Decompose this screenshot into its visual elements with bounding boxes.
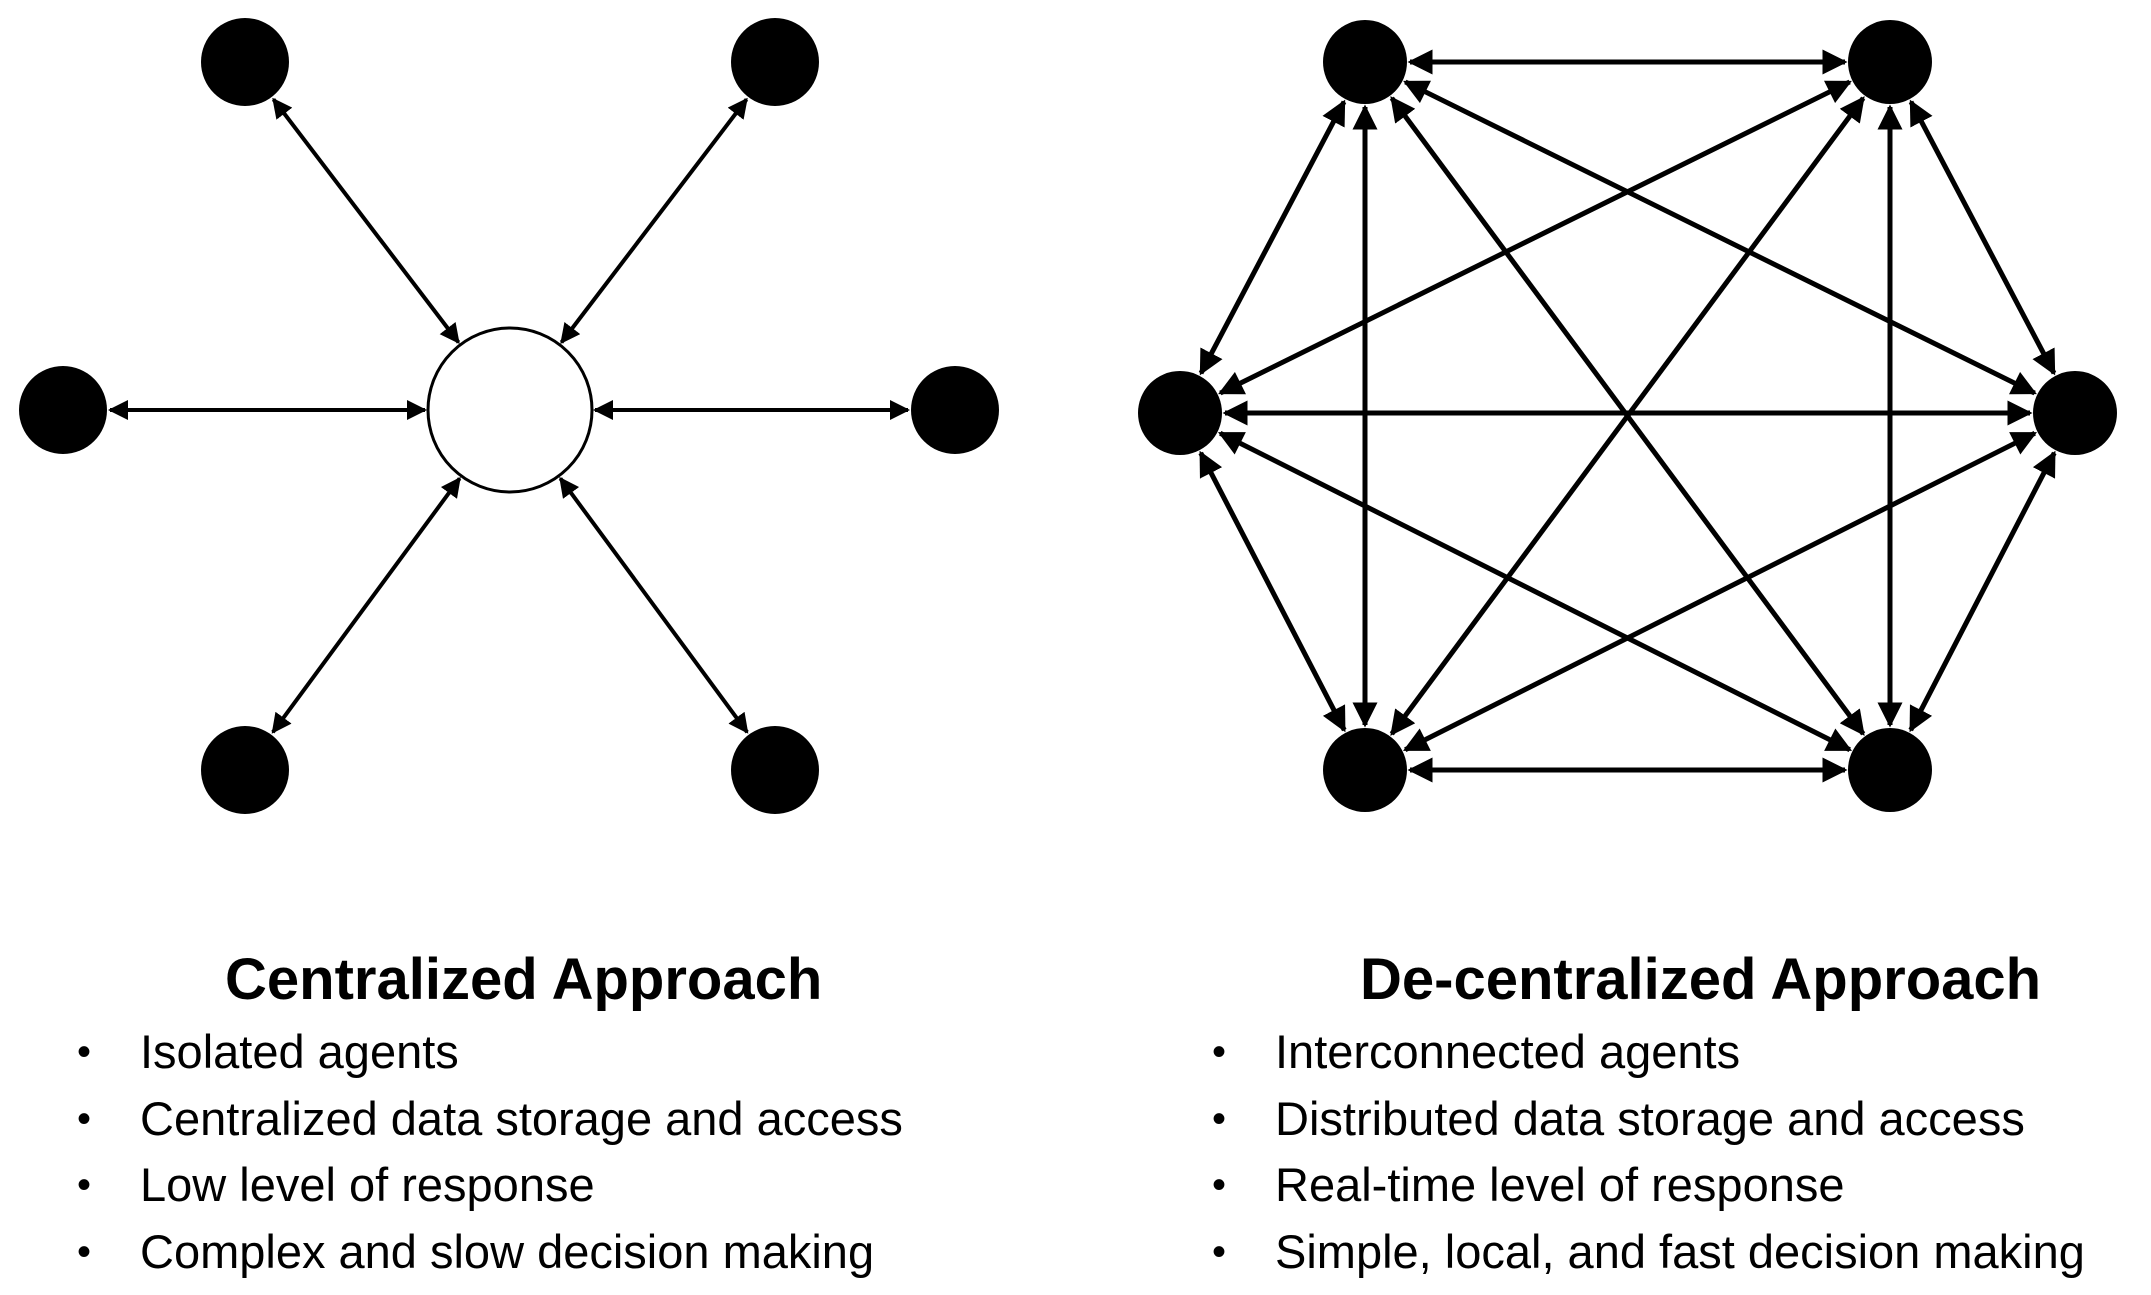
decentralized-title: De-centralized Approach [1360,947,2042,1012]
bidirectional-edge [271,97,461,344]
network-diagrams [19,18,2117,814]
list-item: • Simple, local, and fast decision making [1195,1219,2145,1286]
list-item: • Centralized data storage and access [60,1086,960,1153]
agent-node [731,726,819,814]
list-item: • Low level of response [60,1152,960,1219]
agent-node [1323,20,1407,104]
centralized-bullet-list: • Isolated agents • Centralized data stora… [60,1019,960,1285]
bidirectional-edge [1218,79,1852,396]
bullet-text: Complex and slow decision making [140,1224,875,1278]
agent-node [201,18,289,106]
list-item: • Real-time level of response [1195,1152,2145,1219]
bullet-text: Simple, local, and fast decision making [1275,1224,2085,1278]
bidirectional-edge [1198,450,1347,733]
bullet-text: Interconnected agents [1275,1025,1741,1078]
centralized-network-graph [19,18,999,814]
agent-node [201,726,289,814]
agent-node [1848,20,1932,104]
agent-node [19,366,107,454]
agent-node [731,18,819,106]
bullet-icon: • [1212,1163,1227,1207]
bullet-text: Real-time level of response [1275,1158,1845,1211]
list-item: • Interconnected agents [1195,1019,2145,1086]
bullet-text: Distributed data storage and access [1275,1091,2025,1145]
bidirectional-edge [1908,450,2057,733]
decentralized-panel: De-centralized Approach • Interconnected … [1195,945,2145,1285]
centralized-panel: Centralized Approach • Isolated agents • C… [60,945,960,1285]
bidirectional-edge [559,97,749,344]
decentralized-network-graph [1138,20,2117,812]
agent-node [2033,371,2117,455]
bullet-icon: • [77,1030,92,1074]
agent-node [911,366,999,454]
bidirectional-edge [1198,99,1347,376]
bullet-icon: • [1212,1229,1227,1274]
agent-node [1323,728,1407,812]
bullet-icon: • [77,1229,92,1274]
list-item: • Complex and slow decision making [60,1219,960,1286]
bullet-icon: • [1212,1030,1227,1074]
bullet-text: Low level of response [140,1158,595,1211]
bullet-icon: • [77,1096,92,1141]
bidirectional-edge [271,476,462,734]
bullet-text: Centralized data storage and access [140,1091,903,1145]
bidirectional-edge [558,476,749,734]
central-hub-node [426,326,594,494]
list-item: • Isolated agents [60,1019,960,1086]
decentralized-bullet-list: • Interconnected agents • Distributed data… [1195,1019,2145,1285]
centralized-title: Centralized Approach [225,947,823,1012]
list-item: • Distributed data storage and access [1195,1086,2145,1153]
bullet-icon: • [77,1163,92,1207]
bidirectional-edge [1908,99,2057,376]
agent-node [1848,728,1932,812]
agent-node [1138,371,1222,455]
bullet-icon: • [1212,1096,1227,1141]
bidirectional-edge [1403,79,2037,396]
bullet-text: Isolated agents [140,1025,459,1078]
